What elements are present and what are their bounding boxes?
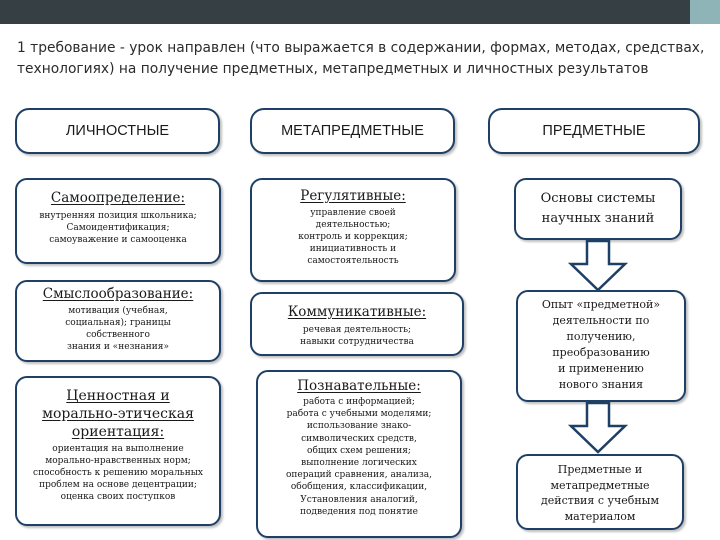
- header-personal: ЛИЧНОСТНЫЕ: [15, 108, 220, 154]
- box-title: Регулятивные:: [300, 188, 406, 204]
- down-arrow-icon: [568, 240, 628, 292]
- box-title: Самоопределение:: [50, 190, 186, 206]
- box-title: Ценностная и морально-этическая ориентац…: [42, 388, 194, 440]
- box-meaning-formation: Смыслообразование: мотивация (учебная, с…: [15, 280, 221, 362]
- box-self-determination: Самоопределение: внутренняя позиция школ…: [15, 178, 221, 264]
- box-text: Основы системы научных знаний: [540, 191, 656, 226]
- box-description: внутренняя позиция школьника; Самоиденти…: [39, 211, 197, 245]
- slide-title: 1 требование - урок направлен (что выраж…: [17, 40, 705, 77]
- box-description: речевая деятельность; навыки сотрудничес…: [300, 325, 414, 347]
- down-arrow-icon: [568, 402, 628, 454]
- box-title: Коммуникативные:: [287, 304, 427, 320]
- box-text: Опыт «предметной» деятельности по получе…: [541, 298, 661, 391]
- box-description: мотивация (учебная, социальная); границы…: [65, 306, 171, 352]
- box-description: работа с информацией; работа с учебными …: [285, 397, 433, 517]
- header-meta: МЕТАПРЕДМЕТНЫЕ: [250, 108, 455, 154]
- box-text: Предметные и метапредметные действия с у…: [541, 463, 659, 523]
- slide-top-bar-dark: [0, 0, 690, 24]
- header-subject: ПРЕДМЕТНЫЕ: [488, 108, 700, 154]
- box-subject-actions: Предметные и метапредметные действия с у…: [516, 454, 684, 530]
- box-value-orientation: Ценностная и морально-этическая ориентац…: [15, 376, 221, 526]
- slide-top-bar: [0, 0, 720, 24]
- box-subject-activity: Опыт «предметной» деятельности по получе…: [516, 290, 686, 402]
- box-regulatory: Регулятивные: управление своей деятельно…: [250, 178, 456, 282]
- box-description: управление своей деятельностью; контроль…: [298, 208, 408, 266]
- box-description: ориентация на выполнение морально-нравст…: [33, 444, 203, 502]
- box-communicative: Коммуникативные: речевая деятельность; н…: [250, 292, 464, 356]
- box-cognitive: Познавательные: работа с информацией; ра…: [256, 370, 462, 538]
- box-scientific-knowledge: Основы системы научных знаний: [514, 178, 682, 240]
- slide-top-bar-accent: [690, 0, 720, 24]
- box-title: Смыслообразование:: [42, 286, 194, 302]
- box-title: Познавательные:: [297, 378, 421, 394]
